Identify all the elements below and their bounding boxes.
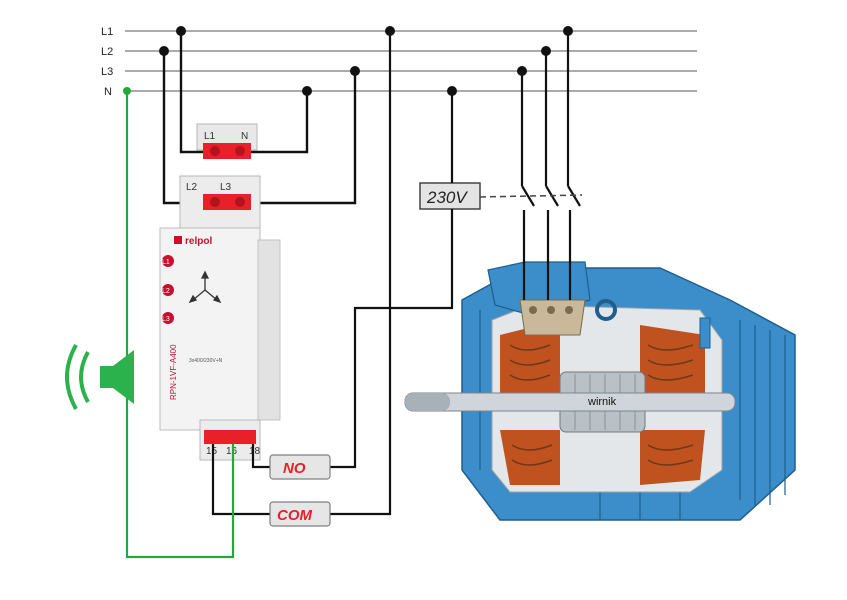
rotor-label: wirnik xyxy=(587,396,617,408)
alarm-signal-wire xyxy=(125,91,235,559)
relay-terminal-block-bottom xyxy=(204,430,256,444)
relay-model: RPN-1VF-A400 xyxy=(169,344,178,400)
contact-tag-no: NO xyxy=(269,454,331,480)
motor-cooling-fins xyxy=(479,310,786,520)
relay-led-l1: L1 xyxy=(162,259,170,266)
relay-led-indicators: L1 L2 L3 xyxy=(162,255,174,324)
horn-speaker-icon xyxy=(65,344,134,410)
relay-terminal-label-l2: L2 xyxy=(186,182,198,193)
voltage-monitoring-relay: L1 N L2 L3 relpol L1 L2 L3 RPN-1VF-A400 … xyxy=(159,123,281,461)
motor-shaft xyxy=(404,392,736,412)
relay-brand: relpol xyxy=(185,236,212,247)
bus-label-l3: L3 xyxy=(101,66,113,78)
motor-lifting-eye xyxy=(595,299,617,321)
contact-tag-no-label: NO xyxy=(283,460,306,477)
contactor-mechanical-link xyxy=(479,194,583,198)
bus-label-n: N xyxy=(104,86,112,98)
bus-lines xyxy=(125,30,697,92)
relay-terminal-label-n: N xyxy=(241,131,248,142)
control-wires xyxy=(211,31,454,516)
relay-terminal-16: 16 xyxy=(226,446,238,457)
coil-voltage-box xyxy=(419,182,481,210)
relay-led-l2: L2 xyxy=(162,288,170,295)
relay-led-l3: L3 xyxy=(162,316,170,323)
bus-label-l1: L1 xyxy=(101,26,113,38)
relay-terminal-18: 18 xyxy=(249,446,261,457)
contactor-coil: 230V xyxy=(419,182,481,210)
coil-voltage-label: 230V xyxy=(426,188,468,207)
contact-tag-com-label: COM xyxy=(277,507,313,524)
relay-terminal-label-l1: L1 xyxy=(204,131,216,142)
relay-rating: 3x400/230V+N xyxy=(189,358,223,364)
contact-tag-com: COM xyxy=(269,501,331,527)
bus-label-l2: L2 xyxy=(101,46,113,58)
stator-windings xyxy=(500,320,705,485)
relay-terminal-label-l3: L3 xyxy=(220,182,232,193)
relay-terminal-15: 15 xyxy=(206,446,218,457)
three-phase-star-icon xyxy=(188,270,222,304)
motor-illustration: wirnik xyxy=(404,261,796,521)
relay-supply-wires xyxy=(162,31,357,205)
